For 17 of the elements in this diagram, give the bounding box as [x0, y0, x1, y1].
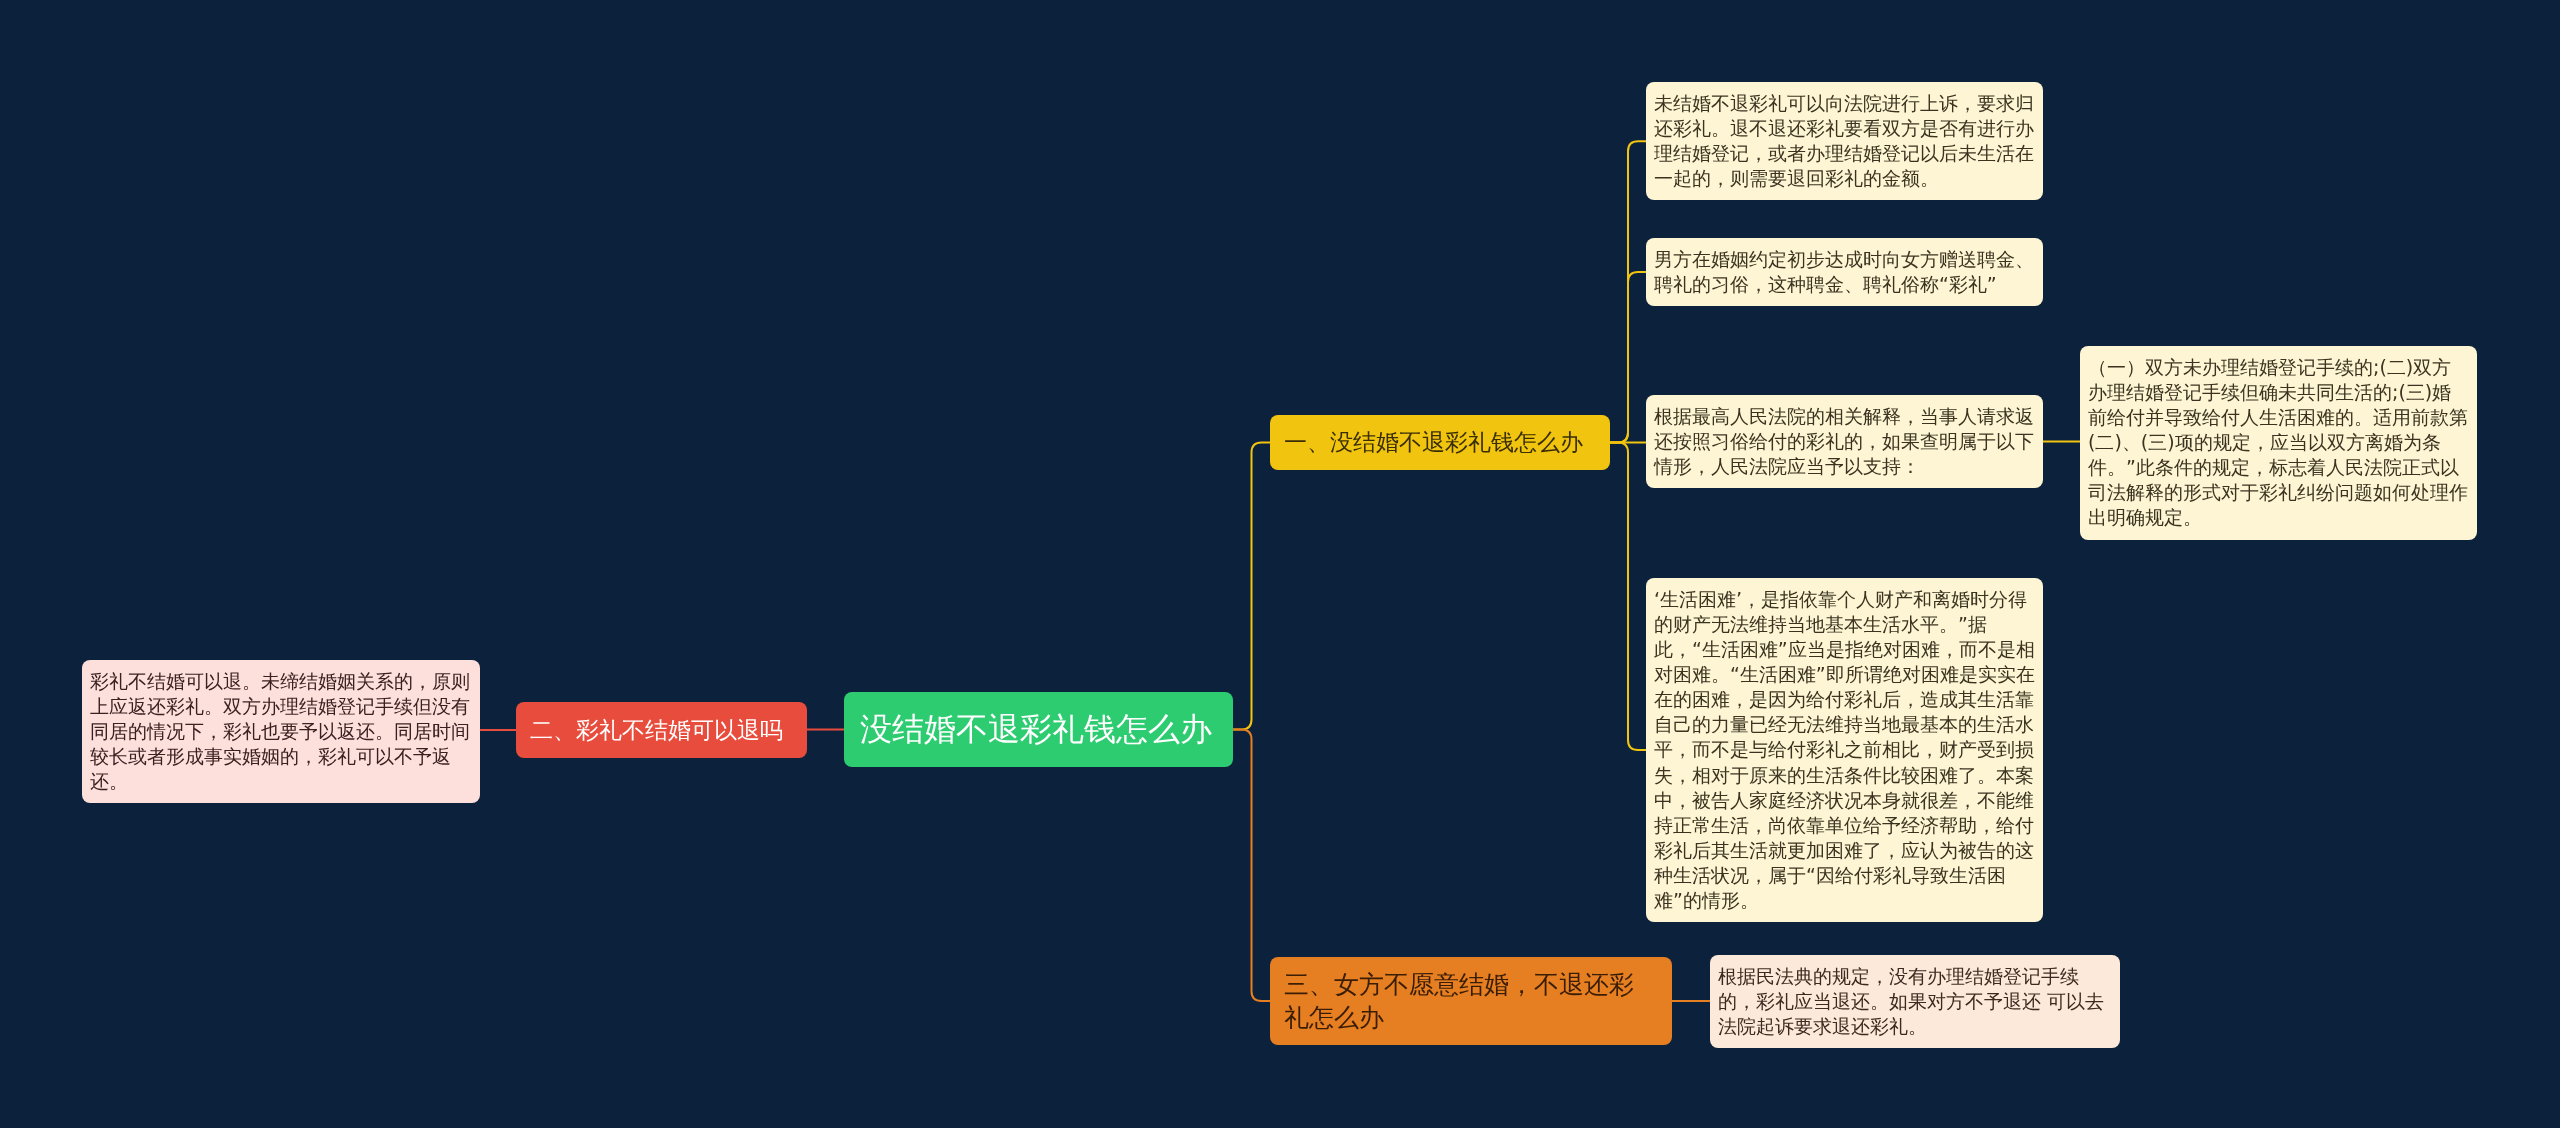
connector-line [806, 728, 845, 731]
connector-line [479, 729, 517, 731]
note-box: 根据民法典的规定，没有办理结婚登记手续的，彩礼应当退还。如果对方不予退还 可以去法院起诉要求退还彩礼。 [1710, 955, 2120, 1049]
note-box: （一）双方未办理结婚登记手续的;(二)双方办理结婚登记手续但确未共同生活的;(三)婚前给付并导致给付人生活困难的。适用前款第(二)、(三)项的规定，应当以双方离婚为条件。”此条件的规定，标志着人民法院正式以司法解释的形式对于彩礼纠纷问题如何处理作出明确规定。 [2080, 346, 2477, 540]
branch-topic-box: 二、彩礼不结婚可以退吗 [516, 702, 807, 758]
note-box: 未结婚不退彩礼可以向法院进行上诉，要求归还彩礼。退不退还彩礼要看双方是否有进行办理结婚登记，或者办理结婚登记以后未生活在一起的，则需要退回彩礼的金额。 [1646, 82, 2043, 201]
note-box: 彩礼不结婚可以退。未缔结婚姻关系的，原则上应返还彩礼。双方办理结婚登记手续但没有同居的情况下，彩礼也要予以返还。同居时间较长或者形成事实婚姻的，彩礼可以不予返还。 [82, 660, 480, 804]
connector-line [1609, 441, 1647, 751]
note-box: ‘生活困难’，是指依靠个人财产和离婚时分得的财产无法维持当地基本生活水平。”据此，“生活困难”应当是指绝对困难，而不是相对困难。“生活困难”即所谓绝对困难是实实在在的困难，是因为给付彩礼后，造成其生活靠自己的力量已经无法维持当地最基本的生活水平，而不是与给付彩礼之前相比，财产受到损失，相对于原来的生活条件比较困难了。本案中，被告人家庭经济状况本身就很差，不能维持正常生活，尚依靠单位给予经济帮助，给付彩礼后其生活就更加困难了，应认为被告的这种生活状况，属于“因给付彩礼导致生活困难”的情形。 [1646, 578, 2043, 922]
note-box: 男方在婚姻约定初步达成时向女方赠送聘金、聘礼的习俗，这种聘金、聘礼俗称“彩礼” [1646, 238, 2043, 307]
branch-topic-box: 一、没结婚不退彩礼钱怎么办 [1270, 415, 1610, 470]
connector-line [2042, 440, 2081, 443]
connector-line [1671, 1000, 1711, 1002]
root-topic-box: 没结婚不退彩礼钱怎么办 [844, 692, 1233, 767]
branch-topic-box: 三、女方不愿意结婚，不退还彩礼怎么办 [1270, 957, 1672, 1045]
connector-line [1232, 728, 1271, 1002]
note-box: 根据最高人民法院的相关解释，当事人请求返还按照习俗给付的彩礼的，如果查明属于以下情形，人民法院应当予以支持： [1646, 395, 2043, 489]
